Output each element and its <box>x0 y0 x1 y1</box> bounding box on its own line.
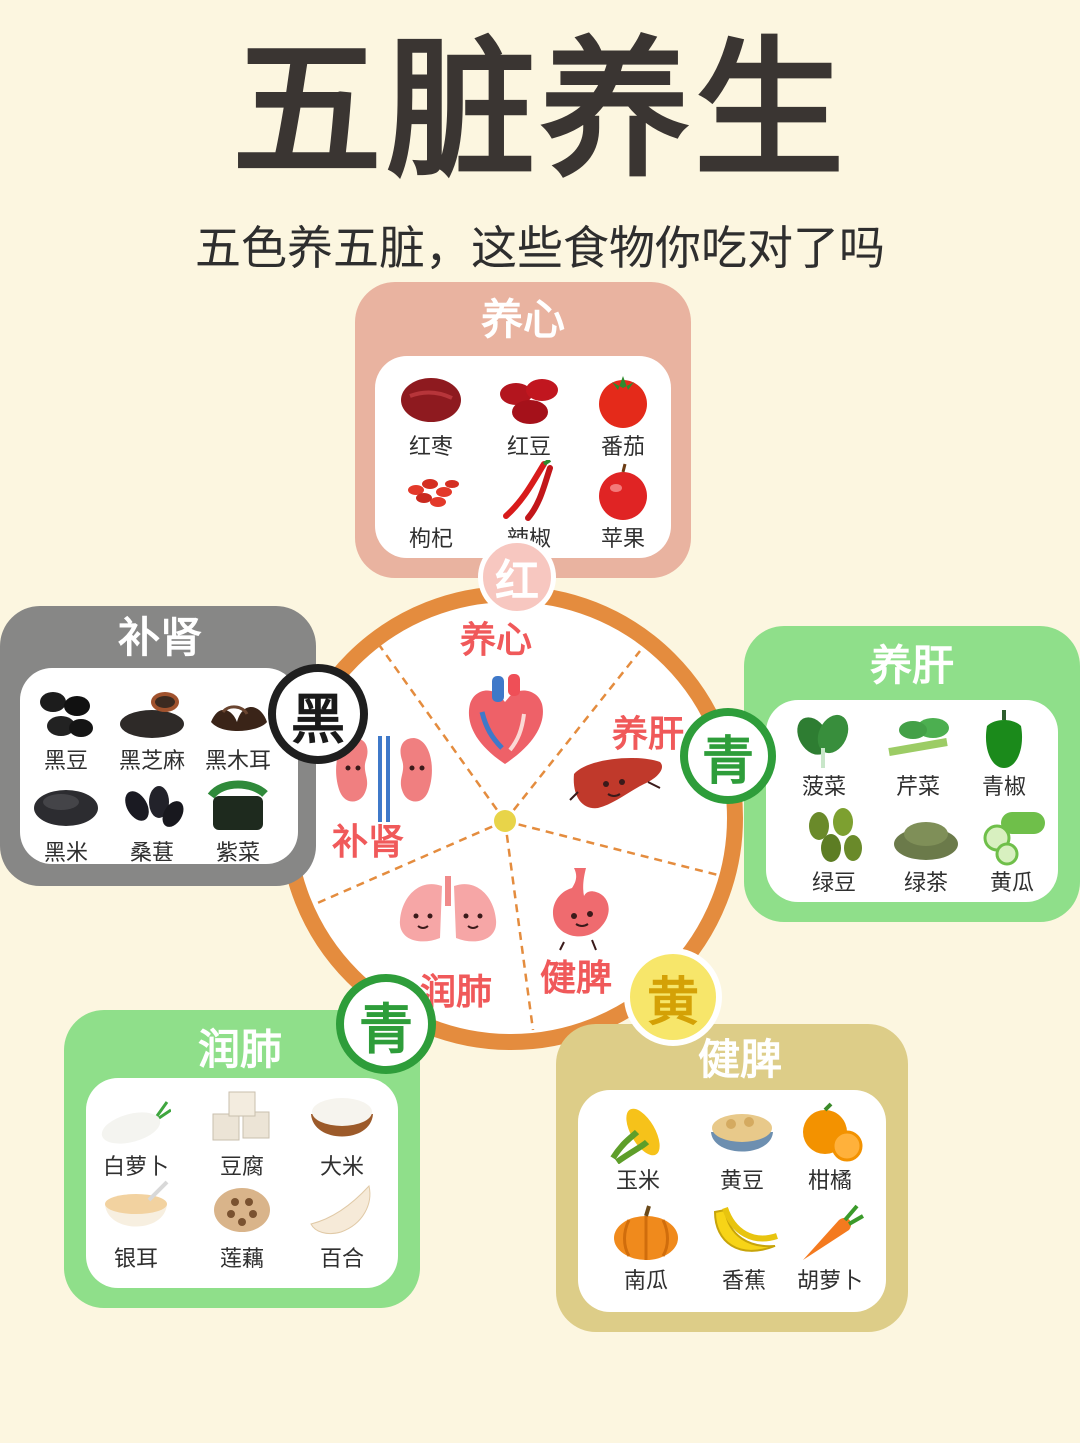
food-item: 绿茶 <box>876 804 976 898</box>
page-title: 五脏养生 <box>231 22 848 198</box>
seaweed-icon <box>207 780 268 830</box>
panel-spleen-foods: 玉米 黄豆 柑橘 南瓜 香蕉 胡萝卜 <box>578 1090 886 1312</box>
apple-icon <box>599 463 647 520</box>
lungs-organ-icon <box>399 876 497 942</box>
heart-organ-icon <box>468 674 543 764</box>
food-item: 枸杞 <box>381 460 481 554</box>
white-radish-icon <box>101 1101 171 1144</box>
panel-liver-foods: 菠菜 芹菜 青椒 绿豆 绿茶 黄瓜 <box>766 700 1058 902</box>
tofu-icon <box>212 1091 270 1141</box>
panel-lung-foods: 白萝卜 豆腐 大米 银耳 莲藕 百合 <box>86 1078 398 1288</box>
food-item: 百合 <box>292 1180 392 1274</box>
goji-icon <box>408 479 459 507</box>
soybean-icon <box>711 1114 773 1152</box>
panel-heart-foods: 红枣 红豆 番茄 枸杞 辣椒 苹果 <box>375 356 671 558</box>
panel-kidney-foods: 黑豆 黑芝麻 黑木耳 黑米 桑葚 紫菜 <box>20 668 298 866</box>
panel-spleen: 健脾 玉米 黄豆 柑橘 南瓜 香蕉 胡萝卜 <box>556 1024 908 1332</box>
badge-black: 黑 <box>268 664 368 764</box>
badge-cyan-lung: 青 <box>336 974 436 1074</box>
food-item: 胡萝卜 <box>780 1202 880 1296</box>
stomach-organ-icon <box>552 868 609 951</box>
food-item: 黑芝麻 <box>102 682 202 776</box>
mulberry-icon <box>125 786 184 827</box>
food-item: 玉米 <box>588 1102 688 1196</box>
black-fungus-icon <box>211 705 267 732</box>
segment-label-liver: 养肝 <box>612 713 685 755</box>
food-item: 黑木耳 <box>188 682 288 776</box>
food-item: 莲藕 <box>192 1180 292 1274</box>
orange-icon <box>803 1102 863 1162</box>
panel-lung-title: 润肺 <box>198 1025 283 1074</box>
banana-icon <box>713 1206 778 1252</box>
panel-kidney-title: 补肾 <box>117 613 202 662</box>
segment-label-kidney: 补肾 <box>332 821 405 863</box>
segment-label-heart: 养心 <box>460 619 533 661</box>
panel-liver-title: 养肝 <box>869 641 954 690</box>
rice-icon <box>311 1098 373 1137</box>
food-item: 苹果 <box>573 460 673 554</box>
food-item: 绿豆 <box>784 804 884 898</box>
tomato-icon <box>599 376 647 428</box>
food-item: 青椒 <box>954 708 1054 802</box>
liver-organ-icon <box>569 758 663 809</box>
lily-bulb-icon <box>310 1184 371 1235</box>
panel-heart-title: 养心 <box>480 295 565 344</box>
black-bean-icon <box>40 692 93 737</box>
white-fungus-icon <box>105 1180 169 1227</box>
badge-cyan-liver: 青 <box>680 708 776 804</box>
food-item: 黄瓜 <box>962 804 1062 898</box>
red-date-icon <box>401 378 461 422</box>
food-item: 黑豆 <box>16 682 116 776</box>
celery-icon <box>888 718 949 756</box>
food-item: 豆腐 <box>192 1088 292 1182</box>
food-item: 银耳 <box>86 1180 186 1274</box>
food-item: 番茄 <box>573 368 673 462</box>
badge-red: 红 <box>478 538 556 616</box>
lotus-root-icon <box>214 1188 270 1232</box>
page-subtitle: 五色养五脏，这些食物你吃对了吗 <box>195 221 885 275</box>
food-item: 大米 <box>292 1088 392 1182</box>
food-item: 黄豆 <box>692 1102 792 1196</box>
panel-heart: 养心 红枣 红豆 番茄 枸杞 辣椒 苹果 <box>355 282 691 578</box>
green-tea-icon <box>894 822 958 860</box>
panel-liver: 养肝 菠菜 芹菜 青椒 绿豆 绿茶 黄瓜 <box>744 626 1080 922</box>
mung-bean-icon <box>809 808 862 862</box>
pumpkin-icon <box>614 1205 678 1260</box>
spinach-icon <box>797 714 849 768</box>
red-bean-icon <box>500 379 558 424</box>
black-rice-icon <box>34 790 98 826</box>
panel-kidney: 补肾 黑豆 黑芝麻 黑木耳 黑米 桑葚 紫菜 <box>0 606 316 886</box>
food-item: 桑葚 <box>102 774 202 868</box>
segment-label-spleen: 健脾 <box>540 957 613 999</box>
food-item: 紫菜 <box>188 774 288 868</box>
badge-yellow: 黄 <box>624 948 722 1046</box>
food-item: 白萝卜 <box>86 1088 186 1182</box>
food-item: 红豆 <box>479 368 579 462</box>
food-item: 红枣 <box>381 368 481 462</box>
green-pepper-icon <box>985 710 1023 768</box>
cucumber-icon <box>983 812 1045 866</box>
chili-icon <box>503 460 553 521</box>
corn-icon <box>610 1108 660 1164</box>
food-item: 香蕉 <box>694 1202 794 1296</box>
panel-spleen-title: 健脾 <box>698 1035 783 1084</box>
carrot-icon <box>803 1204 864 1260</box>
food-item: 黑米 <box>16 774 116 868</box>
food-item: 柑橘 <box>780 1102 880 1196</box>
black-sesame-icon <box>120 692 184 738</box>
food-item: 芹菜 <box>868 708 968 802</box>
food-item: 南瓜 <box>596 1202 696 1296</box>
food-item: 菠菜 <box>774 708 874 802</box>
